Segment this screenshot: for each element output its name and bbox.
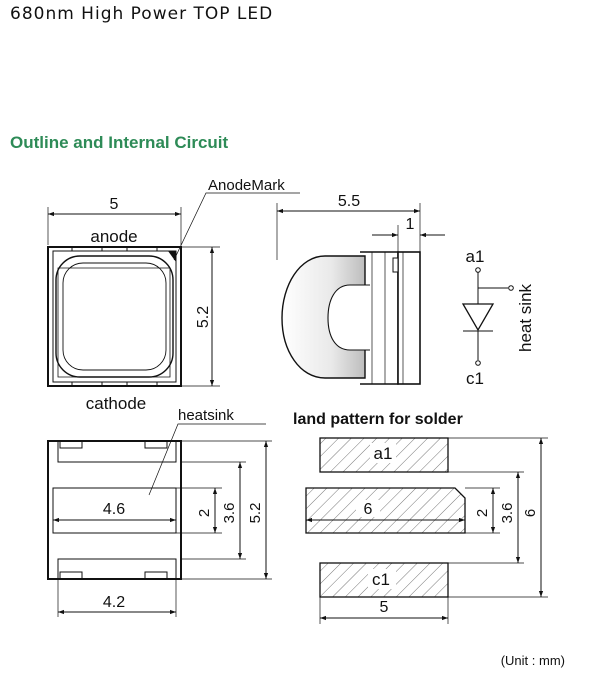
top-view: 5 anode AnodeMark 5.2 cathode (47, 177, 300, 413)
anode-mark-label: AnodeMark (208, 177, 285, 194)
page-title: 680nm High Power TOP LED (10, 4, 274, 24)
top-view-body (47, 246, 182, 387)
side-flange-dimension: 1 (406, 216, 415, 233)
land-total-height-dimension: 6 (522, 509, 539, 517)
unit-note: (Unit : mm) (501, 653, 565, 668)
land-center-width-dimension: 6 (364, 501, 373, 518)
bottom-total-height-dimension: 5.2 (247, 503, 264, 524)
bottom-view-body (47, 440, 182, 580)
heatsink-leader (148, 423, 266, 496)
lens-inner (62, 262, 167, 371)
land-span-dimension: 3.6 (499, 503, 516, 524)
side-flange (397, 251, 421, 385)
heat-sink-label: heat sink (516, 283, 535, 352)
bottom-pad-width-dimension: 4.6 (103, 501, 125, 518)
circuit-cathode-pin: c1 (466, 369, 484, 388)
bottom-base-width-dimension: 4.2 (103, 594, 125, 611)
land-pad-width-dimension: 5 (380, 599, 389, 616)
heatsink-label: heatsink (178, 407, 234, 424)
anode-label: anode (90, 227, 137, 246)
anode-mark (168, 251, 176, 262)
land-center-height-dimension: 2 (474, 509, 491, 517)
side-length-dimension: 5.5 (338, 193, 360, 210)
heatsink-pad (52, 487, 177, 534)
cathode-label: cathode (86, 394, 147, 413)
section-title: Outline and Internal Circuit (10, 133, 229, 152)
land-pad-a1-label: a1 (374, 444, 393, 463)
bottom-view: heatsink 4.6 2 3.6 5.2 4. (47, 407, 272, 617)
bottom-span-dimension: 3.6 (221, 503, 238, 524)
top-height-dimension: 5.2 (195, 306, 212, 328)
side-view: 5.5 1 (276, 193, 445, 385)
diode-symbol (461, 303, 495, 332)
anode-mark-leader (173, 192, 300, 261)
top-view-inner-frame (52, 250, 177, 383)
bottom-pad-height-dimension: 2 (196, 509, 213, 517)
internal-circuit: a1 c1 heat sink (461, 247, 535, 388)
land-pattern: land pattern for solder a1 6 c1 2 3.6 6 (293, 411, 548, 624)
lens-outer (55, 255, 174, 378)
land-pattern-title: land pattern for solder (293, 411, 463, 428)
top-width-dimension: 5 (110, 196, 119, 213)
land-pad-center (305, 487, 466, 534)
land-pad-c1-label: c1 (372, 570, 390, 589)
circuit-anode-pin: a1 (466, 247, 485, 266)
